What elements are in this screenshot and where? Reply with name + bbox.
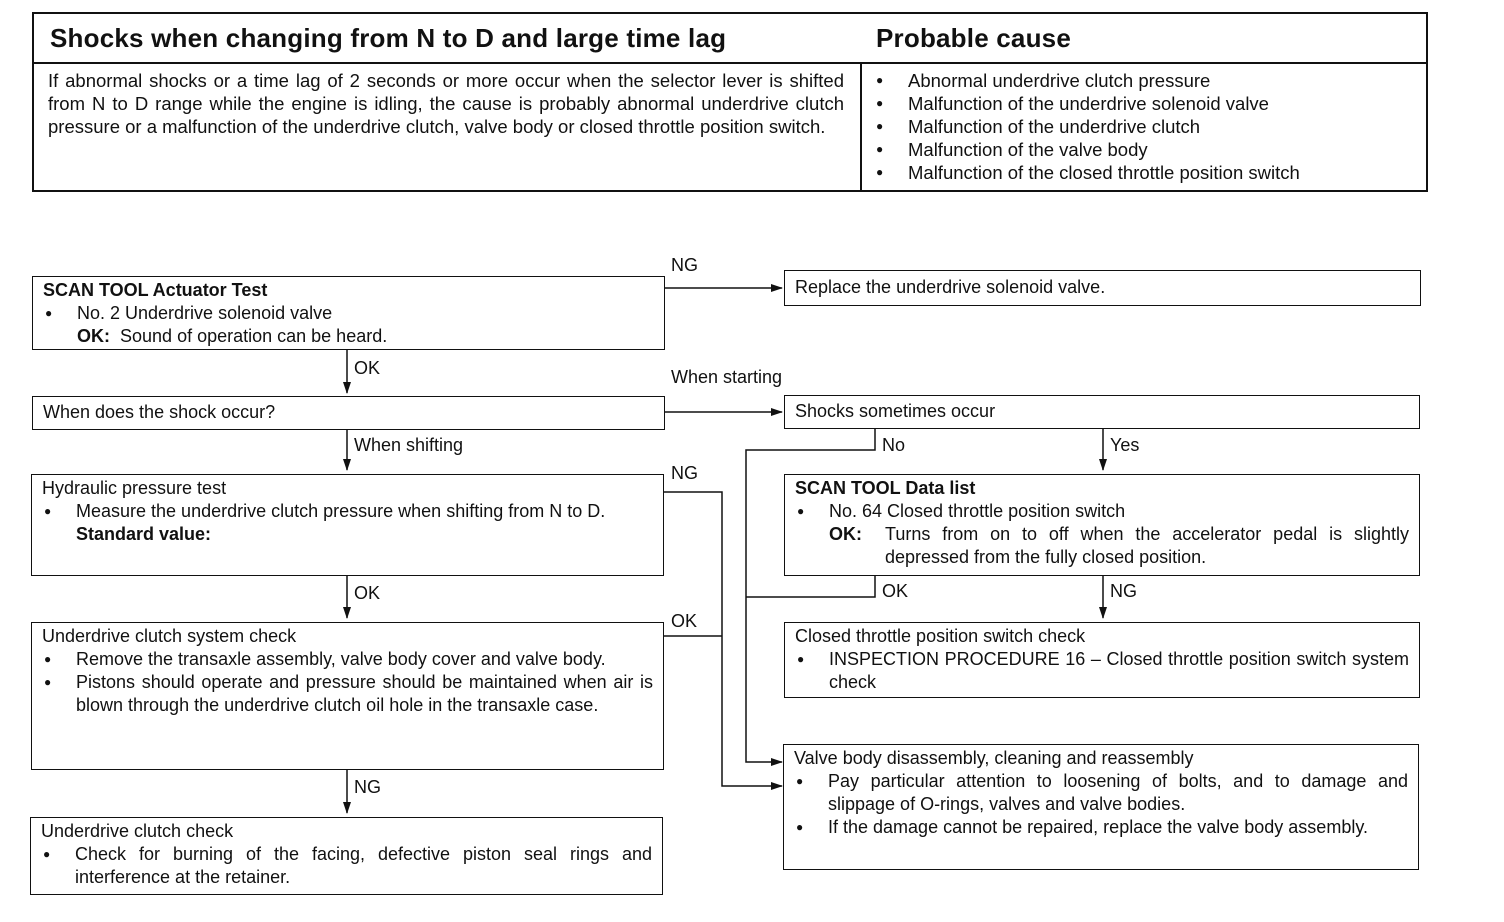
replace-solenoid-box: Replace the underdrive solenoid valve. [784, 270, 1421, 306]
symptom-description: If abnormal shocks or a time lag of 2 se… [48, 70, 844, 137]
cause-item: Abnormal underdrive clutch pressure [876, 69, 1300, 92]
clutch-check-item: Check for burning of the facing, defecti… [41, 843, 652, 889]
header-divider [34, 62, 1426, 64]
ok-text: Turns from on to off when the accelerato… [885, 524, 1409, 567]
data-list-title: SCAN TOOL Data list [795, 478, 976, 498]
cause-list: Abnormal underdrive clutch pressure Malf… [876, 69, 1300, 184]
label-yes: Yes [1110, 435, 1140, 455]
clutch-system-check-title: Underdrive clutch system check [42, 626, 297, 646]
replace-solenoid-text: Replace the underdrive solenoid valve. [795, 277, 1106, 297]
ok-text: Sound of operation can be heard. [120, 326, 388, 346]
standard-value-label: Standard value: [76, 524, 212, 544]
throttle-switch-check-title: Closed throttle position switch check [795, 626, 1086, 646]
clutch-check-box: Underdrive clutch check Check for burnin… [30, 817, 663, 895]
label-ok: OK [882, 581, 909, 601]
cause-item: Malfunction of the underdrive solenoid v… [876, 92, 1300, 115]
line-data-list-ok [746, 576, 876, 598]
label-ng: NG [671, 255, 698, 275]
hydraulic-test-item: Measure the underdrive clutch pressure w… [42, 500, 653, 523]
label-ng: NG [1110, 581, 1137, 601]
probable-cause-heading: Probable cause [876, 23, 1071, 53]
label-when-shifting: When shifting [354, 435, 464, 455]
data-list-box: SCAN TOOL Data list No. 64 Closed thrott… [784, 474, 1420, 576]
cause-item: Malfunction of the underdrive clutch [876, 115, 1300, 138]
valve-body-item: If the damage cannot be repaired, replac… [794, 816, 1408, 839]
throttle-switch-check-box: Closed throttle position switch check IN… [784, 622, 1420, 698]
symptom-title: Shocks when changing from N to D and lar… [50, 23, 727, 53]
shock-question-text: When does the shock occur? [43, 402, 276, 422]
actuator-test-box: SCAN TOOL Actuator Test No. 2 Underdrive… [32, 276, 665, 350]
valve-body-title: Valve body disassembly, cleaning and rea… [794, 748, 1194, 768]
ok-key: OK: [77, 326, 110, 346]
cause-item: Malfunction of the valve body [876, 138, 1300, 161]
actuator-test-ok: OK: Sound of operation can be heard. [43, 325, 654, 348]
hydraulic-test-box: Hydraulic pressure test Measure the unde… [31, 474, 664, 576]
symptom-table: Shocks when changing from N to D and lar… [32, 12, 1428, 192]
clutch-system-check-item: Pistons should operate and pressure shou… [42, 671, 653, 717]
cause-item: Malfunction of the closed throttle posit… [876, 161, 1300, 184]
clutch-system-check-item: Remove the transaxle assembly, valve bod… [42, 648, 653, 671]
line-no-branch [745, 428, 876, 766]
shocks-sometimes-text: Shocks sometimes occur [795, 401, 996, 421]
line-hydraulic-ng [664, 491, 783, 790]
data-list-item: No. 64 Closed throttle position switch [795, 500, 1409, 523]
actuator-test-item: No. 2 Underdrive solenoid valve [43, 302, 654, 325]
label-ok: OK [671, 611, 698, 631]
column-divider [860, 62, 862, 190]
shock-question-box: When does the shock occur? [32, 396, 665, 430]
actuator-test-title: SCAN TOOL Actuator Test [43, 280, 268, 300]
clutch-system-check-box: Underdrive clutch system check Remove th… [31, 622, 664, 770]
label-ng: NG [354, 777, 381, 797]
ok-key: OK: [829, 524, 862, 544]
label-ng: NG [671, 463, 698, 483]
label-no: No [882, 435, 906, 455]
label-when-starting: When starting [671, 367, 783, 387]
valve-body-box: Valve body disassembly, cleaning and rea… [783, 744, 1419, 870]
throttle-switch-check-item: INSPECTION PROCEDURE 16 – Closed throttl… [795, 648, 1409, 694]
data-list-ok: OK: Turns from on to off when the accele… [795, 523, 1409, 569]
hydraulic-test-title: Hydraulic pressure test [42, 478, 227, 498]
valve-body-item: Pay particular attention to loosening of… [794, 770, 1408, 816]
label-ok: OK [354, 583, 381, 603]
clutch-check-title: Underdrive clutch check [41, 821, 234, 841]
label-ok: OK [354, 358, 381, 378]
shocks-sometimes-box: Shocks sometimes occur [784, 395, 1420, 429]
